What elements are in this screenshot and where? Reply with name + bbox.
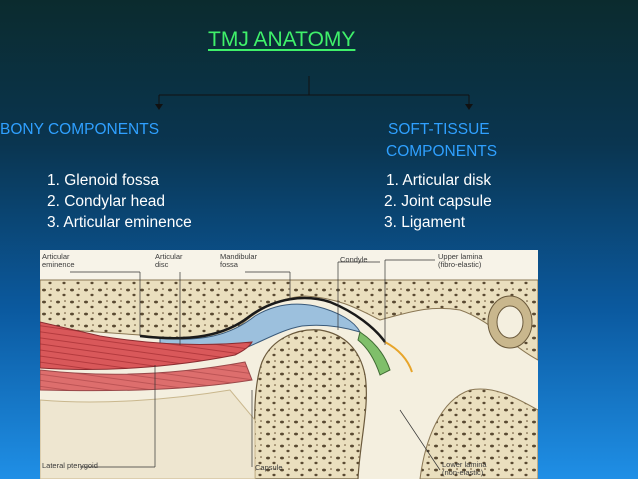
label-articular-disc: Articular disc [155, 252, 183, 269]
label-mandibular-fossa: Mandibular fossa [220, 252, 258, 269]
bony-item-3: 3. Articular eminence [47, 214, 192, 231]
label-condyle: Condyle [340, 255, 368, 264]
label-lower-lamina: Lower lamina (non-elastic) [442, 460, 487, 477]
label-capsule: Capsule [255, 463, 283, 472]
tmj-anatomy-illustration: Articular eminence Articular disc Mandib… [40, 250, 538, 479]
label-upper-lamina: Upper lamina (fibro-elastic) [438, 252, 483, 269]
bony-item-1: 1. Glenoid fossa [47, 172, 160, 189]
tmj-cross-section-drawing [40, 250, 538, 479]
bony-components-heading: BONY COMPONENTS [0, 121, 160, 138]
soft-item-3: 3. Ligament [384, 214, 465, 231]
label-lateral-pterygoid: Lateral pterygoid [42, 461, 98, 470]
page-title: TMJ ANATOMY [208, 28, 356, 51]
soft-item-1: 1. Articular disk [386, 172, 492, 189]
tree-connector [155, 76, 473, 110]
bony-item-2: 2. Condylar head [47, 193, 166, 210]
soft-tissue-heading-line1: SOFT-TISSUE [388, 121, 490, 138]
soft-tissue-heading-line2: COMPONENTS [386, 143, 498, 160]
label-articular-eminence: Articular eminence [42, 252, 75, 269]
soft-item-2: 2. Joint capsule [384, 193, 492, 210]
